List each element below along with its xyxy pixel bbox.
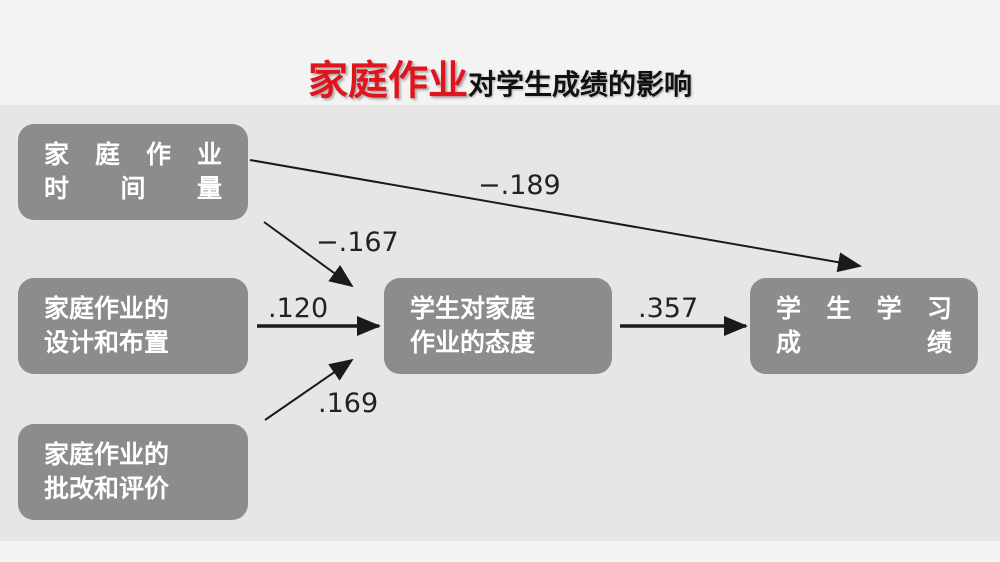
node-text: 学生学习 — [776, 294, 952, 323]
arrow-time-achievement — [249, 159, 862, 273]
arrow-grading-attitude — [264, 358, 354, 421]
coef-grading-attitude: .169 — [318, 388, 379, 419]
node-text: 家庭作业 — [44, 140, 222, 169]
title-highlight: 家庭作业 — [307, 57, 468, 104]
node-student-attitude: 学生对家庭 作业的态度 — [384, 278, 612, 374]
node-text: 家庭作业的 — [44, 294, 170, 323]
node-text: 时间量 — [44, 174, 222, 203]
slide-title: 家庭作业对学生成绩的影响 — [0, 48, 1000, 106]
node-homework-design: 家庭作业的 设计和布置 — [18, 278, 248, 374]
coef-time-attitude: −.167 — [316, 227, 399, 258]
coef-time-achievement: −.189 — [478, 170, 561, 201]
arrow-time-attitude — [263, 221, 354, 288]
node-student-achievement: 学生学习 成绩 — [750, 278, 978, 374]
node-text: 家庭作业的 — [44, 440, 170, 469]
node-text: 成绩 — [776, 328, 952, 357]
title-rest: 对学生成绩的影响 — [467, 68, 692, 101]
node-text: 批改和评价 — [44, 474, 170, 503]
node-text: 作业的态度 — [410, 328, 536, 357]
node-text: 设计和布置 — [44, 328, 170, 357]
node-homework-grading: 家庭作业的 批改和评价 — [18, 424, 248, 520]
node-text: 学生对家庭 — [410, 294, 536, 323]
node-homework-time: 家庭作业 时间量 — [18, 124, 248, 220]
coef-design-attitude: .120 — [268, 293, 329, 324]
coef-attitude-achievement: .357 — [638, 293, 699, 324]
